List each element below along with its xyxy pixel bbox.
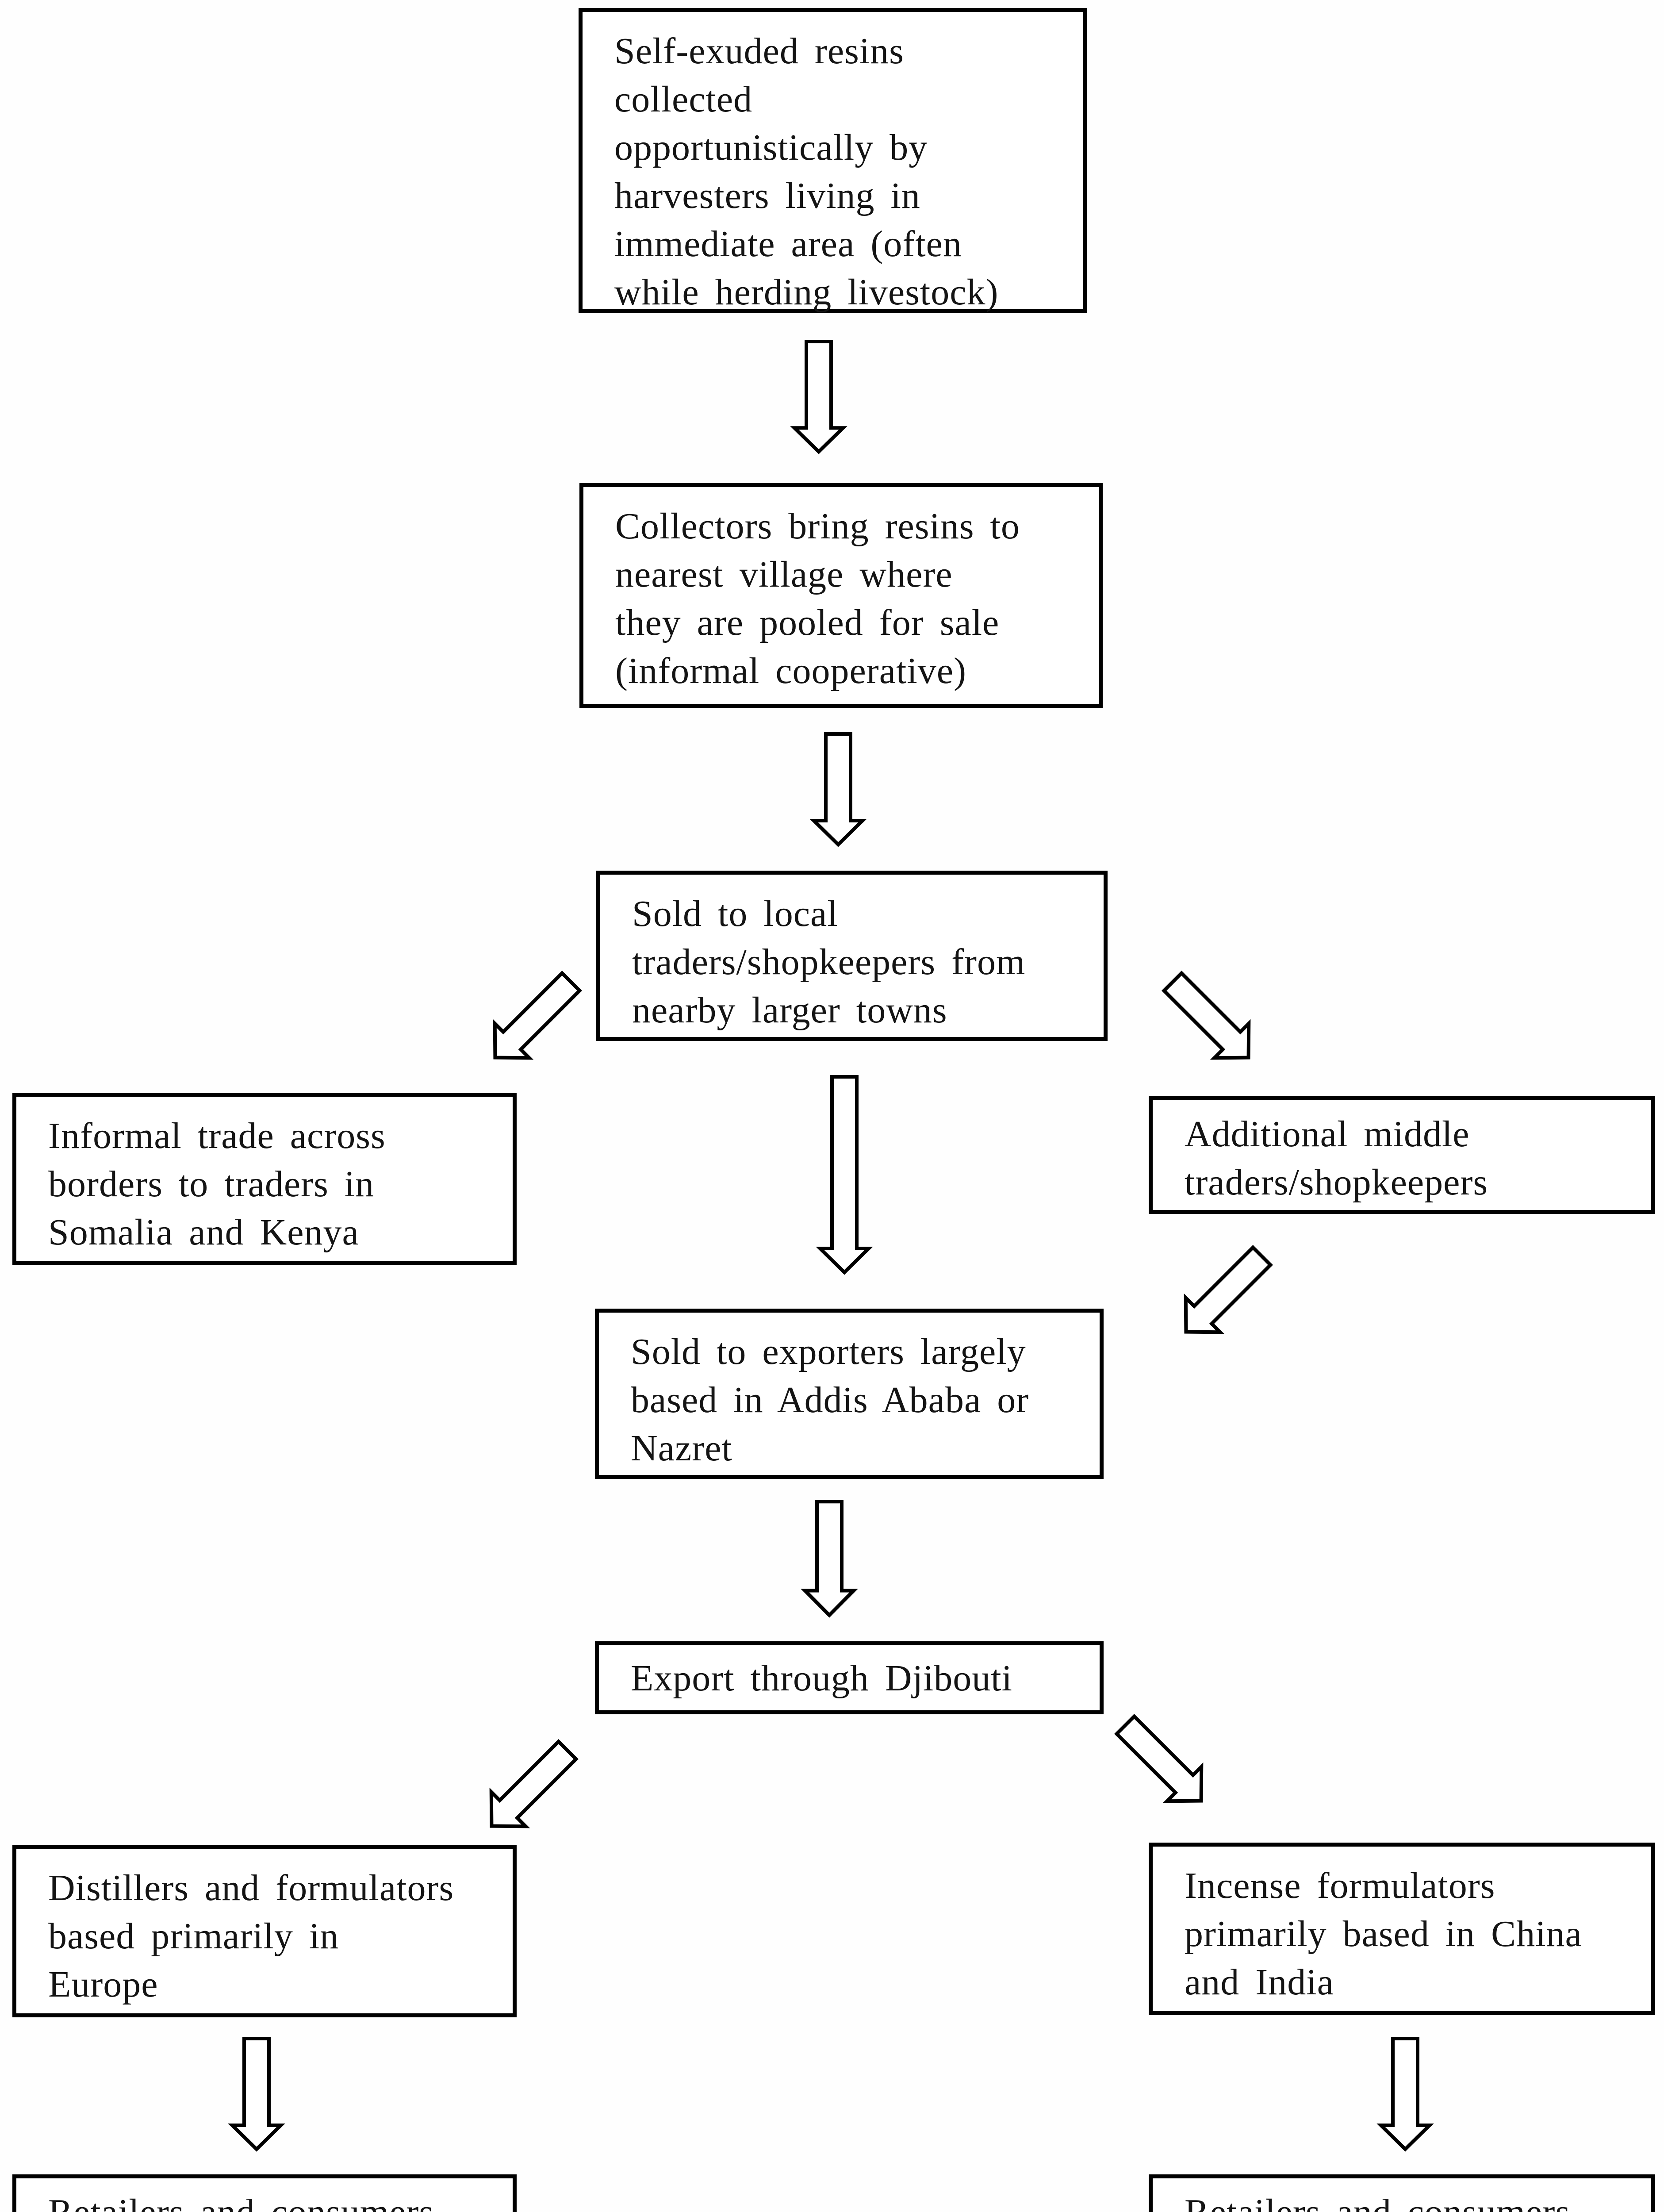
arrow-down-icon: [809, 732, 867, 847]
arrow-down-icon: [816, 1075, 873, 1275]
arrow-down-icon: [801, 1500, 858, 1618]
arrow-down-right-icon: [1161, 970, 1251, 1060]
node-self-exuded-resins: Self-exuded resins collected opportunist…: [579, 8, 1087, 313]
node-distillers-europe: Distillers and formulators based primari…: [12, 1845, 517, 2017]
node-local-traders: Sold to local traders/shopkeepers from n…: [596, 871, 1108, 1041]
node-additional-middle-traders: Additional middle traders/shopkeepers: [1149, 1096, 1655, 1214]
node-collectors-pool: Collectors bring resins to nearest villa…: [579, 483, 1103, 708]
arrow-down-right-icon: [1114, 1713, 1204, 1803]
arrow-down-left-icon: [489, 1739, 579, 1828]
arrow-down-left-icon: [493, 970, 583, 1060]
arrow-down-icon: [790, 340, 847, 454]
node-incense-china-india: Incense formulators primarily based in C…: [1149, 1843, 1655, 2015]
node-export-djibouti: Export through Djibouti: [595, 1641, 1104, 1714]
arrow-down-icon: [228, 2037, 285, 2152]
arrow-down-icon: [1376, 2037, 1434, 2152]
node-exporters-addis-nazret: Sold to exporters largely based in Addis…: [595, 1309, 1104, 1479]
arrow-down-left-icon: [1184, 1244, 1273, 1334]
node-informal-cross-border: Informal trade across borders to traders…: [12, 1093, 517, 1265]
node-retailers-consumers-right: Retailers and consumers globally: [1149, 2174, 1655, 2212]
node-retailers-consumers-left: Retailers and consumers globally: [12, 2174, 517, 2212]
